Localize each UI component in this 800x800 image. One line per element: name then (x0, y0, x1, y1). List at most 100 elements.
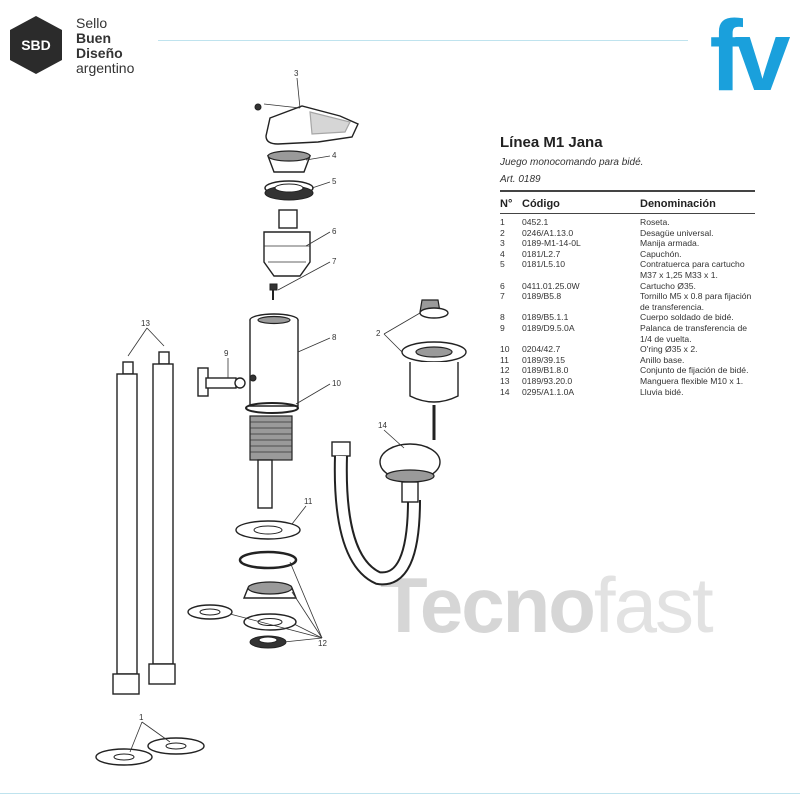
row-num: 5 (500, 259, 505, 270)
sbd-line: Sello (76, 15, 108, 31)
table-row: 12 0189/B1.8.0 Conjunto de fijación de bid… (500, 365, 755, 376)
callout-11: 11 (304, 497, 313, 506)
part-locknut (264, 180, 314, 201)
part-oring (245, 402, 299, 414)
callout-8: 8 (332, 333, 337, 342)
row-name: Cartucho Ø35. (640, 280, 696, 291)
callout-3: 3 (294, 69, 299, 78)
row-name: Roseta. (640, 217, 670, 227)
callout-9: 9 (224, 349, 229, 358)
table-row: 6 0411.01.25.0W Cartucho Ø35. (500, 281, 755, 292)
part-base-ring (235, 520, 301, 540)
header-num: N° (500, 198, 513, 210)
part-hoses (112, 351, 176, 695)
part-cartridge (263, 209, 311, 277)
row-num: 3 (500, 238, 505, 249)
leader-lines (127, 77, 421, 753)
parts-table-header: N° Código Denominación (500, 192, 755, 214)
row-code: 0295/A1.1.0A (522, 386, 575, 397)
row-name: O'ring Ø35 x 2. (640, 344, 698, 355)
table-row: 11 0189/39.15 Anillo base. (500, 355, 755, 366)
table-row: 4 0181/L2.7 Capuchón. (500, 249, 755, 260)
row-code: 0246/A1.13.0 (522, 227, 574, 238)
part-rosettes (95, 737, 205, 766)
row-num: 12 (500, 365, 510, 376)
row-name: Contratuerca para cartucho M37 x 1,25 M3… (640, 259, 745, 280)
row-name: Anillo base. (640, 354, 685, 365)
part-transfer-lever (197, 367, 246, 397)
row-name: Lluvia bidé. (640, 386, 684, 397)
watermark: Tecnofast (380, 560, 800, 650)
row-code: 0189/B1.8.0 (522, 365, 569, 376)
table-row: 7 0189/B5.8 Tornillo M5 x 0.8 para fijació… (500, 291, 755, 312)
sbd-line: argentino (76, 60, 135, 76)
watermark-part2: fast (593, 561, 714, 649)
row-code: 0181/L5.10 (522, 259, 566, 270)
callout-10: 10 (332, 379, 341, 388)
row-name: Tornillo M5 x 0.8 para fijación de trans… (640, 291, 752, 312)
row-num: 4 (500, 248, 505, 259)
part-body (249, 313, 299, 407)
row-code: 0189-M1-14-0L (522, 238, 581, 249)
callout-2: 2 (376, 329, 381, 338)
header-divider (158, 40, 688, 41)
footer-divider (0, 793, 800, 794)
sbd-line: Buen (76, 30, 111, 46)
fv-logo-text: fv (710, 6, 791, 102)
spec-panel: Línea M1 Jana Juego monocomando para bid… (500, 134, 755, 397)
sbd-line: Diseño (76, 45, 123, 61)
row-code: 0181/L2.7 (522, 248, 561, 259)
callout-7: 7 (332, 257, 337, 266)
callout-14: 14 (378, 421, 387, 430)
sbd-badge: SBD (10, 16, 62, 74)
callout-13: 13 (141, 319, 150, 328)
part-shank (249, 415, 293, 509)
callout-6: 6 (332, 227, 337, 236)
callout-4: 4 (332, 151, 337, 160)
row-code: 0452.1 (522, 217, 549, 227)
row-name: Manguera flexible M10 x 1. (640, 375, 744, 386)
callout-1: 1 (139, 713, 144, 722)
row-num: 2 (500, 227, 505, 238)
row-code: 0411.01.25.0W (522, 280, 580, 291)
product-article: Art. 0189 (500, 174, 755, 192)
row-num: 6 (500, 280, 505, 291)
header-code: Código (522, 198, 560, 210)
part-handle (254, 103, 359, 145)
table-row: 5 0181/L5.10 Contratuerca para cartucho M3… (500, 259, 755, 280)
row-name: Conjunto de fijación de bidé. (640, 365, 749, 376)
row-num: 10 (500, 344, 510, 355)
product-title: Línea M1 Jana (500, 134, 603, 151)
table-row: 10 0204/42.7 O'ring Ø35 x 2. (500, 344, 755, 355)
row-num: 8 (500, 312, 505, 323)
table-row: 1 0452.1 Roseta. (500, 217, 755, 228)
row-name: Manija armada. (640, 238, 700, 249)
exploded-diagram: 3 4 5 6 7 8 9 10 2 13 14 11 12 1 (95, 69, 467, 766)
part-screw (269, 283, 278, 300)
sbd-wordmark: Sello Buen Diseño argentino (76, 16, 134, 76)
callout-12: 12 (318, 639, 327, 648)
header-name: Denominación (640, 198, 716, 210)
sbd-mark: SBD (21, 37, 51, 53)
row-num: 11 (500, 354, 509, 365)
part-fixing-set (187, 550, 298, 649)
row-code: 0189/39.15 (522, 354, 566, 365)
row-code: 0204/42.7 (522, 344, 561, 355)
part-bidet-spray (331, 441, 441, 586)
row-num: 1 (500, 217, 505, 227)
fv-logo: fv (710, 6, 794, 102)
row-code: 0189/B5.8 (522, 291, 562, 302)
watermark-part1: Tecno (380, 561, 596, 649)
row-name: Palanca de transferencia de 1/4 de vuelt… (640, 322, 748, 344)
row-num: 7 (500, 291, 505, 302)
row-name: Capuchón. (640, 248, 682, 259)
row-code: 0189/93.20.0 (522, 375, 573, 386)
part-cap (266, 150, 312, 173)
row-num: 9 (500, 322, 505, 333)
row-code: 0189/B5.1.1 (522, 312, 569, 323)
